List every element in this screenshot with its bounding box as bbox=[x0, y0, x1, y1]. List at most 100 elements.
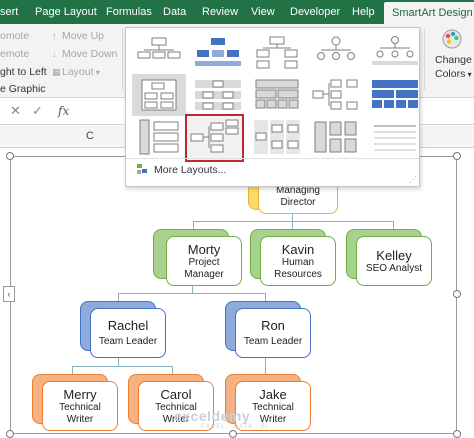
node-role: Manager bbox=[184, 268, 224, 280]
node-name: Carol bbox=[160, 386, 192, 402]
node-name: Rachel bbox=[107, 318, 149, 333]
node-role: Technical bbox=[59, 401, 101, 413]
node-role: Writer bbox=[162, 413, 190, 425]
org-chart-layout-icon bbox=[137, 37, 181, 59]
node-role: Technical bbox=[155, 401, 197, 413]
table-hierarchy-icon bbox=[255, 79, 299, 109]
connector bbox=[265, 355, 266, 374]
connector bbox=[265, 293, 266, 301]
horizontal-hierarchy-icon bbox=[141, 79, 177, 111]
horizontal-org-chart-icon bbox=[312, 79, 358, 110]
layout-thumbnail[interactable] bbox=[191, 74, 245, 116]
more-layouts-menu-item[interactable]: More Layouts... bbox=[136, 163, 226, 176]
horizontal-labeled-hierarchy-icon bbox=[254, 120, 300, 154]
layout-thumbnail[interactable] bbox=[309, 74, 363, 116]
node-carol[interactable]: Carol Technical Writer bbox=[138, 381, 214, 431]
insert-function-button[interactable]: fx bbox=[58, 104, 70, 118]
demote-button[interactable]: emote bbox=[0, 48, 30, 60]
resize-handle[interactable] bbox=[6, 152, 14, 160]
node-role: Team Leader bbox=[98, 336, 158, 347]
layout-thumbnail[interactable] bbox=[368, 32, 422, 74]
node-kelley[interactable]: Kelley SEO Analyst bbox=[356, 236, 432, 286]
node-role: Technical bbox=[252, 401, 294, 413]
connector bbox=[192, 283, 193, 294]
horizontal-multi-level-hierarchy-icon bbox=[190, 119, 239, 153]
circle-picture-hierarchy-icon bbox=[372, 36, 418, 65]
node-role: Managing bbox=[276, 185, 320, 196]
arrow-up-icon: ↑ bbox=[52, 31, 57, 41]
node-kavin[interactable]: Kavin Human Resources bbox=[260, 236, 336, 286]
move-up-label: Move Up bbox=[62, 30, 105, 42]
layout-thumbnail[interactable] bbox=[368, 74, 422, 116]
connector bbox=[72, 366, 173, 367]
lined-list-hierarchy-icon bbox=[314, 121, 357, 153]
layout-thumbnail-selected[interactable] bbox=[185, 114, 244, 162]
node-rachel[interactable]: Rachel Team Leader bbox=[90, 308, 166, 358]
node-role: SEO Analyst bbox=[365, 262, 423, 274]
connector bbox=[72, 366, 73, 374]
layout-thumbnail[interactable] bbox=[250, 74, 304, 116]
tab-page-layout[interactable]: Page Layout bbox=[35, 6, 97, 18]
resize-handle[interactable] bbox=[453, 430, 461, 438]
more-layouts-label: More Layouts... bbox=[154, 164, 227, 176]
connector bbox=[393, 221, 394, 229]
ribbon-tab-bar: sert Page Layout Formulas Data Review Vi… bbox=[0, 0, 474, 24]
layout-button[interactable]: ▦Layout ▾ bbox=[52, 66, 100, 78]
node-role: Director bbox=[280, 197, 316, 208]
arrow-down-icon: ↓ bbox=[52, 49, 57, 59]
move-down-button[interactable]: ↓Move Down bbox=[52, 48, 117, 60]
layout-thumbnail[interactable] bbox=[309, 116, 363, 158]
layout-thumbnail[interactable] bbox=[191, 32, 245, 74]
connector bbox=[292, 221, 293, 229]
watermark-tagline: EXCEL · DATA · BI bbox=[201, 424, 269, 430]
resize-handle[interactable] bbox=[453, 290, 461, 298]
promote-button[interactable]: omote bbox=[0, 30, 30, 42]
change-colors-label-2: Colors ▾ bbox=[435, 68, 472, 80]
text-pane-toggle-icon[interactable]: ‹ bbox=[3, 286, 15, 302]
cancel-icon[interactable]: ✕ bbox=[10, 103, 21, 118]
layout-thumbnail-current[interactable] bbox=[132, 74, 186, 116]
right-to-left-button[interactable]: ght to Left bbox=[0, 66, 47, 78]
node-role: Human bbox=[281, 256, 315, 268]
move-up-button[interactable]: ↑ Move Up bbox=[52, 30, 104, 42]
ribbon-separator bbox=[122, 28, 123, 90]
node-name: Kavin bbox=[281, 241, 315, 257]
watermark-logo: exceldemy bbox=[174, 408, 251, 424]
node-ron[interactable]: Ron Team Leader bbox=[235, 308, 311, 358]
layout-label: Layout bbox=[62, 66, 94, 78]
enter-icon[interactable]: ✓ bbox=[32, 103, 43, 118]
tab-developer[interactable]: Developer bbox=[290, 6, 341, 18]
node-name: Merry bbox=[63, 386, 97, 402]
tab-smartart-design[interactable]: SmartArt Design bbox=[384, 2, 474, 24]
node-jake[interactable]: Jake Technical Writer bbox=[235, 381, 311, 431]
connector bbox=[118, 293, 119, 301]
tab-review[interactable]: Review bbox=[202, 6, 239, 18]
layout-thumbnail[interactable] bbox=[250, 32, 304, 74]
node-role: Resources bbox=[274, 268, 322, 280]
more-layouts-icon bbox=[137, 164, 147, 174]
resize-grip-icon[interactable]: ⋰ bbox=[409, 175, 417, 184]
node-morty[interactable]: Morty Project Manager bbox=[166, 236, 242, 286]
layout-thumbnail[interactable] bbox=[132, 32, 186, 74]
resize-handle[interactable] bbox=[229, 430, 237, 438]
layout-thumbnail[interactable] bbox=[309, 32, 363, 74]
layout-thumbnail[interactable] bbox=[132, 116, 186, 158]
node-merry[interactable]: Merry Technical Writer bbox=[42, 381, 118, 431]
node-role: Writer bbox=[66, 413, 94, 425]
resize-handle[interactable] bbox=[453, 152, 461, 160]
architecture-layout-icon bbox=[372, 80, 418, 108]
lined-list-icon bbox=[374, 125, 416, 151]
change-colors-button[interactable]: Change Colors ▾ bbox=[433, 28, 472, 90]
tab-insert[interactable]: sert bbox=[0, 6, 19, 18]
tab-formulas[interactable]: Formulas bbox=[106, 6, 152, 18]
tab-help[interactable]: Help bbox=[352, 6, 375, 18]
layout-thumbnail[interactable] bbox=[368, 116, 422, 158]
connector bbox=[118, 293, 266, 294]
column-header-c[interactable]: C bbox=[86, 130, 94, 142]
tab-data[interactable]: Data bbox=[163, 6, 187, 18]
connector bbox=[292, 212, 293, 222]
labeled-hierarchy-icon bbox=[195, 80, 241, 110]
resize-handle[interactable] bbox=[6, 430, 14, 438]
tab-view[interactable]: View bbox=[251, 6, 275, 18]
layout-thumbnail[interactable] bbox=[250, 116, 304, 158]
